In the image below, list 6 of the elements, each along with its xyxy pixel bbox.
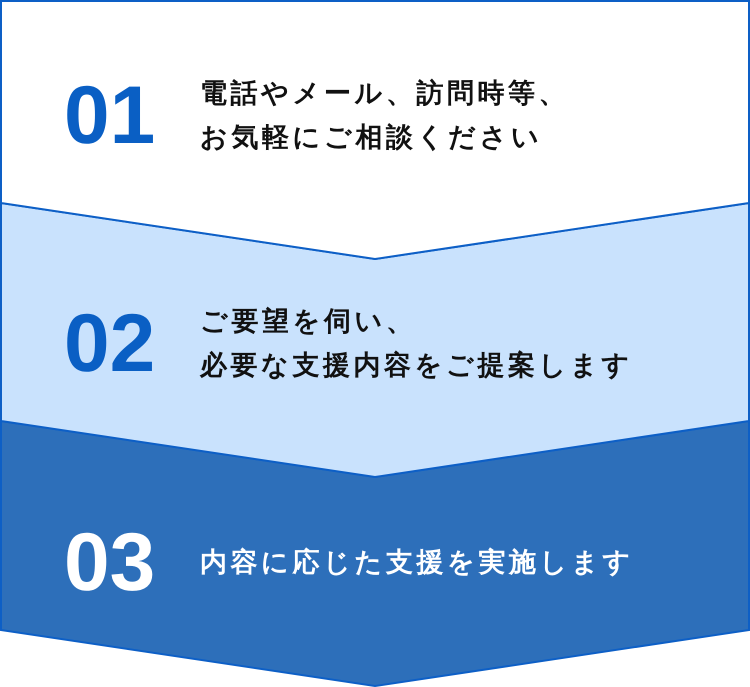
chevron-band — [0, 203, 750, 478]
step-text: ご要望を伺い、必要な支援内容をご提案します — [200, 305, 634, 383]
step-text: 内容に応じた支援を実施します — [200, 546, 635, 580]
step-number: 03 — [64, 522, 156, 604]
chevron-band — [0, 421, 750, 687]
step-number: 02 — [64, 303, 156, 385]
